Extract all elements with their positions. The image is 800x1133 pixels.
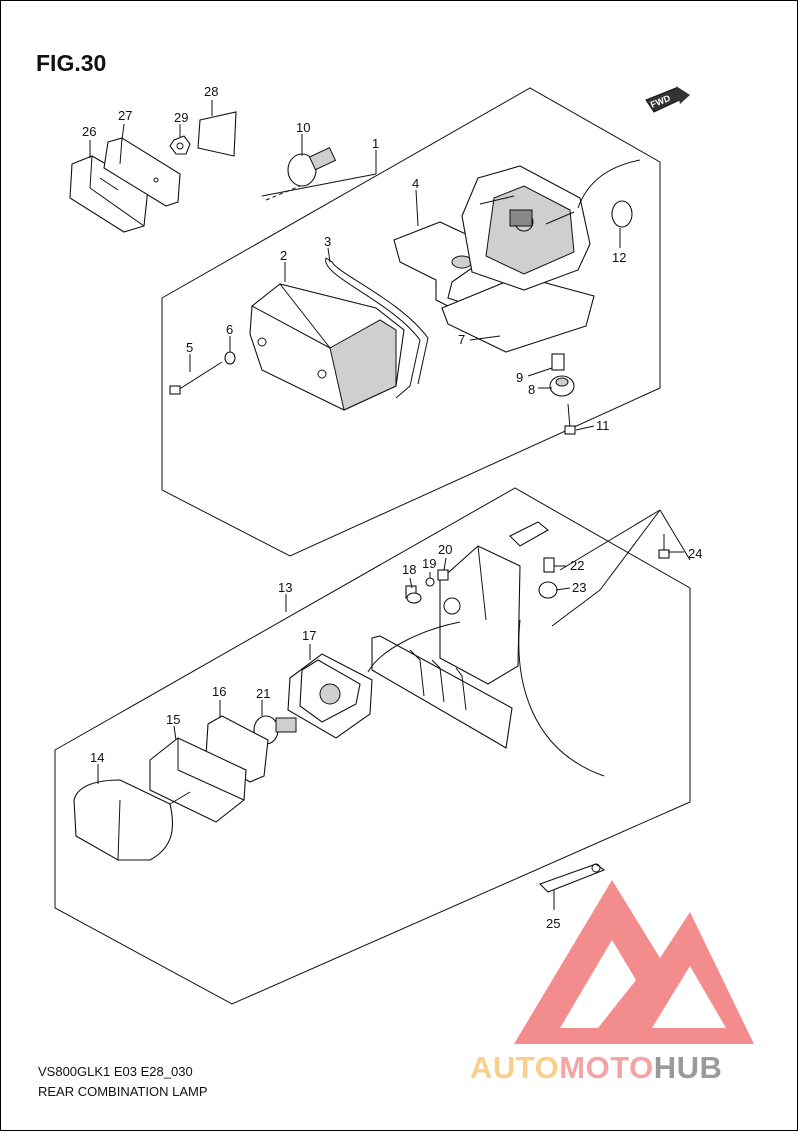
grommet-12 <box>611 200 633 228</box>
watermark-part-hub: HUB <box>653 1050 723 1085</box>
callout-19: 19 <box>422 556 436 571</box>
callout-9: 9 <box>516 370 523 385</box>
callout-16: 16 <box>212 684 226 699</box>
callout-29: 28 <box>204 84 218 99</box>
callout-11: 11 <box>596 418 610 433</box>
collar-22 <box>543 557 555 573</box>
washer-6 <box>224 351 236 365</box>
model-code: VS800GLK1 E03 E28_030 <box>38 1064 193 1079</box>
callout-5: 5 <box>186 340 193 355</box>
callout-3: 3 <box>324 234 331 249</box>
collar-9 <box>551 353 565 371</box>
callout-21: 21 <box>256 686 270 701</box>
callout-8: 8 <box>528 382 535 397</box>
callout-4: 4 <box>412 176 419 191</box>
figure-caption: REAR COMBINATION LAMP <box>38 1084 208 1099</box>
callout-28: 29 <box>174 110 188 125</box>
callout-27: 27 <box>118 108 132 123</box>
callout-labels: 1 2 3 4 5 6 7 8 9 10 11 12 13 14 15 16 1… <box>82 84 702 931</box>
nut-29 <box>169 135 191 155</box>
figure-title: FIG.30 <box>36 50 107 76</box>
callout-1: 1 <box>372 136 379 151</box>
watermark-part-auto: AUTO <box>470 1050 560 1085</box>
leader-lines <box>89 100 691 910</box>
grommet-23 <box>538 581 558 599</box>
gasket-3 <box>325 257 429 399</box>
callout-17: 17 <box>302 628 316 643</box>
callout-7: 7 <box>458 332 465 347</box>
callout-18: 18 <box>402 562 416 577</box>
tail-lamp-lens-2 <box>249 283 405 411</box>
watermark-part-moto: MOTO <box>559 1050 654 1085</box>
watermark-logo-icon <box>514 880 754 1044</box>
socket-housing-17 <box>287 653 373 739</box>
bolt-11 <box>564 403 576 435</box>
lamp-case-15 <box>149 737 247 823</box>
callout-2: 2 <box>280 248 287 263</box>
washer-19 <box>425 577 435 587</box>
lamp-housing-7 <box>441 159 641 353</box>
callout-23: 23 <box>572 580 586 595</box>
nut-20 <box>437 569 449 581</box>
grommet-8 <box>549 375 575 397</box>
callout-14: 14 <box>90 750 104 765</box>
clamp-25 <box>538 863 606 893</box>
bulb-10 <box>265 147 337 201</box>
callout-22: 22 <box>570 558 584 573</box>
fwd-arrow-icon: FWD <box>645 86 690 113</box>
bolt-18 <box>405 585 422 604</box>
license-lamp-lens-14 <box>73 779 191 861</box>
callout-10: 10 <box>296 120 310 135</box>
callout-26: 26 <box>82 124 96 139</box>
lower-assembly-outline <box>54 487 691 1005</box>
license-bracket-13 <box>367 521 605 777</box>
callout-20: 20 <box>438 542 452 557</box>
callout-12: 12 <box>612 250 626 265</box>
callout-25: 25 <box>546 916 560 931</box>
bolt-5 <box>169 361 223 395</box>
callout-13: 13 <box>278 580 292 595</box>
watermark-text: AUTOMOTOHUB <box>470 1050 722 1086</box>
upper-assembly-outline <box>161 87 661 557</box>
callout-15: 15 <box>166 712 180 727</box>
bolt-24 <box>658 534 670 559</box>
callout-6: 6 <box>226 322 233 337</box>
callout-24: 24 <box>688 546 702 561</box>
label-28 <box>197 111 237 157</box>
reflector-26 <box>69 155 149 233</box>
